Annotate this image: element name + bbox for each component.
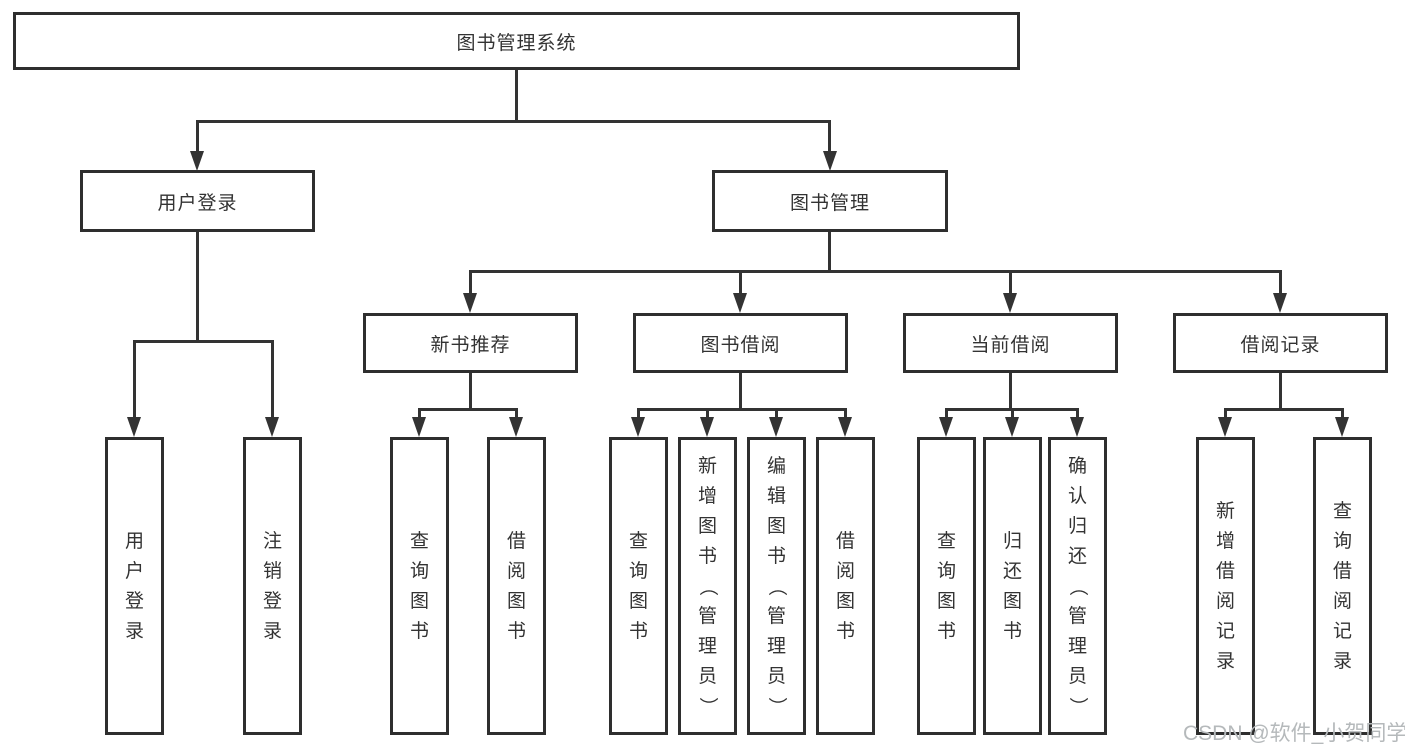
connector-line: [469, 373, 472, 408]
connector-line: [1224, 408, 1227, 419]
connector-line: [844, 408, 847, 419]
node-borrowing-records: 借阅记录: [1173, 313, 1388, 373]
arrow-down-icon: [1003, 293, 1017, 313]
arrow-down-icon: [463, 293, 477, 313]
connector-line: [469, 270, 472, 294]
leaf-user-login: 用户登录: [105, 437, 164, 735]
arrow-down-icon: [265, 417, 279, 437]
connector-line: [1341, 408, 1344, 419]
leaf-add-book-admin: 新增图书（管理员）: [678, 437, 737, 735]
connector-line: [1224, 408, 1344, 411]
node-label: 当前借阅: [970, 334, 1051, 356]
node-library-management-system: 图书管理系统: [13, 12, 1020, 70]
connector-line: [515, 70, 518, 120]
arrow-down-icon: [838, 417, 852, 437]
connector-line: [469, 270, 1282, 273]
connector-line: [1279, 373, 1282, 408]
node-new-book-recommendation: 新书推荐: [363, 313, 578, 373]
node-label: 图书借阅: [700, 334, 781, 356]
connector-line: [133, 340, 136, 419]
leaf-borrow-books-recommend: 借阅图书: [487, 437, 546, 735]
arrow-down-icon: [1070, 417, 1084, 437]
connector-line: [828, 120, 831, 153]
node-label: 图书管理: [789, 192, 870, 214]
leaf-edit-book-admin: 编辑图书（管理员）: [747, 437, 806, 735]
arrow-down-icon: [1005, 417, 1019, 437]
connector-line: [418, 408, 421, 419]
connector-line: [739, 373, 742, 408]
arrow-down-icon: [733, 293, 747, 313]
leaf-query-books-current: 查询图书: [917, 437, 976, 735]
connector-line: [418, 408, 518, 411]
node-book-management: 图书管理: [712, 170, 948, 232]
connector-line: [1279, 270, 1282, 294]
connector-line: [1011, 408, 1014, 419]
connector-line: [706, 408, 709, 419]
connector-line: [196, 232, 199, 340]
connector-line: [945, 408, 948, 419]
arrow-down-icon: [1218, 417, 1232, 437]
arrow-down-icon: [509, 417, 523, 437]
arrow-down-icon: [1335, 417, 1349, 437]
arrow-down-icon: [190, 151, 204, 171]
connector-line: [133, 340, 274, 343]
arrow-down-icon: [1273, 293, 1287, 313]
watermark: CSDN @软件_小贺同学: [1183, 722, 1405, 745]
node-label: 图书管理系统: [456, 32, 577, 54]
connector-line: [637, 408, 640, 419]
leaf-query-books-recommend: 查询图书: [390, 437, 449, 735]
node-current-borrowing: 当前借阅: [903, 313, 1118, 373]
arrow-down-icon: [127, 417, 141, 437]
node-label: 用户登录: [157, 192, 238, 214]
connector-line: [271, 340, 274, 419]
leaf-borrow-books-borrowing: 借阅图书: [816, 437, 875, 735]
connector-line: [828, 232, 831, 272]
arrow-down-icon: [939, 417, 953, 437]
connector-line: [196, 120, 831, 123]
node-book-borrowing: 图书借阅: [633, 313, 848, 373]
connector-line: [1009, 373, 1012, 408]
arrow-down-icon: [631, 417, 645, 437]
connector-line: [775, 408, 778, 419]
connector-line: [637, 408, 847, 411]
arrow-down-icon: [823, 151, 837, 171]
leaf-add-borrow-record: 新增借阅记录: [1196, 437, 1255, 735]
connector-line: [1076, 408, 1079, 419]
connector-line: [515, 408, 518, 419]
leaf-query-books-borrowing: 查询图书: [609, 437, 668, 735]
connector-line: [1009, 270, 1012, 294]
leaf-return-books: 归还图书: [983, 437, 1042, 735]
arrow-down-icon: [412, 417, 426, 437]
connector-line: [196, 120, 199, 153]
leaf-confirm-return-admin: 确认归还（管理员）: [1048, 437, 1107, 735]
leaf-query-borrow-record: 查询借阅记录: [1313, 437, 1372, 735]
node-user-login: 用户登录: [80, 170, 315, 232]
connector-line: [739, 270, 742, 294]
arrow-down-icon: [769, 417, 783, 437]
arrow-down-icon: [700, 417, 714, 437]
leaf-logout: 注销登录: [243, 437, 302, 735]
node-label: 借阅记录: [1240, 334, 1321, 356]
node-label: 新书推荐: [430, 334, 511, 356]
